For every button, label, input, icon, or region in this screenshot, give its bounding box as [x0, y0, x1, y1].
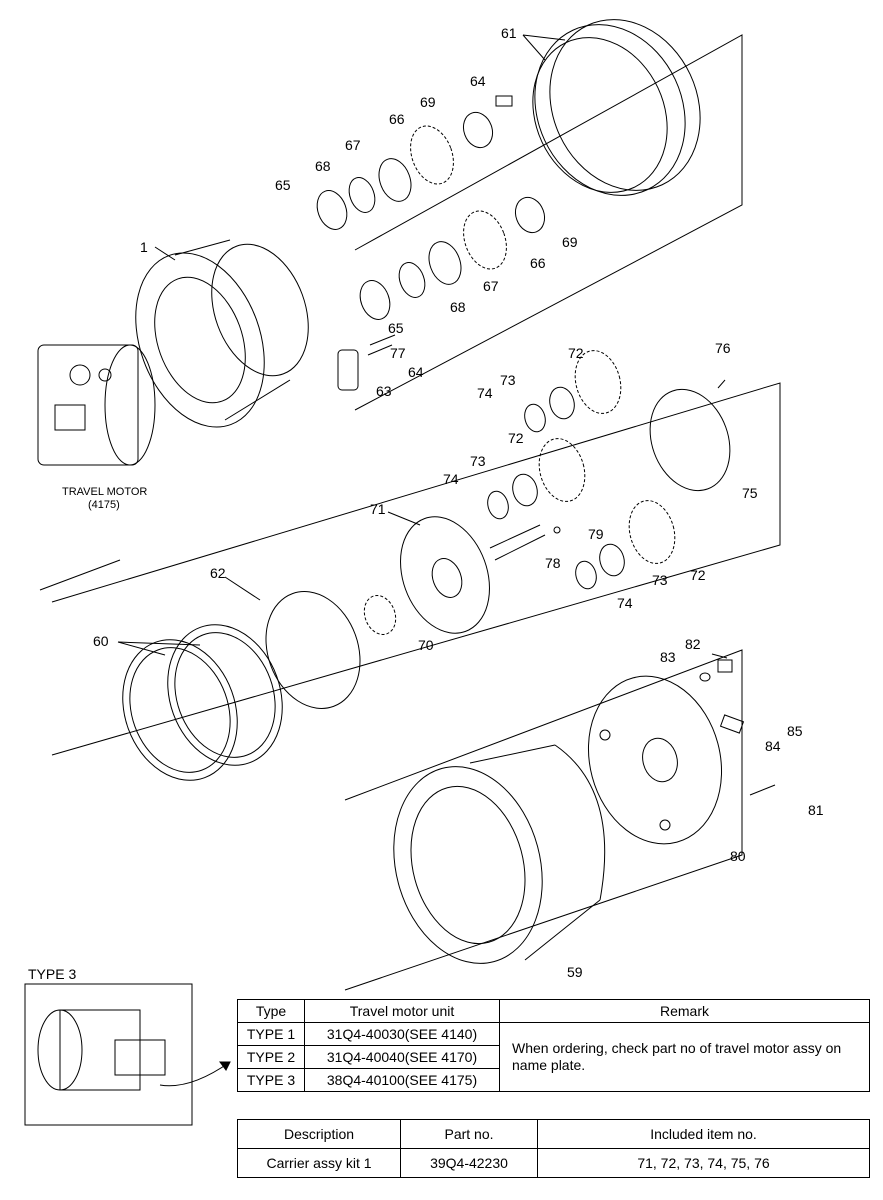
callout-1: 1: [140, 239, 148, 255]
description-cell: Carrier assy kit 1: [237, 1148, 401, 1178]
callout-73b: 73: [470, 453, 486, 469]
callout-64: 64: [470, 73, 486, 89]
callout-64b: 64: [408, 364, 424, 380]
upper-gear-stack: [316, 95, 513, 230]
callout-79: 79: [588, 526, 604, 542]
travel-motor-block: [37, 344, 156, 466]
table-row: TYPE 2 31Q4-40040(SEE 4170): [237, 1045, 870, 1069]
header-description: Description: [237, 1119, 401, 1149]
callout-61: 61: [501, 25, 517, 41]
type-table-header: Type Travel motor unit Remark: [237, 999, 870, 1023]
callout-76: 76: [715, 340, 731, 356]
leader-lines: [117, 34, 728, 659]
callout-72b: 72: [508, 430, 524, 446]
part-62-60-rings: [122, 591, 361, 781]
callout-80: 80: [730, 848, 746, 864]
callout-62: 62: [210, 565, 226, 581]
travel-motor-code: (4175): [88, 499, 120, 511]
callout-72: 72: [568, 345, 584, 361]
callout-67: 67: [345, 137, 361, 153]
part-no-cell: 39Q4-42230: [400, 1148, 538, 1178]
included-items-cell: 71, 72, 73, 74, 75, 76: [537, 1148, 870, 1178]
parts-63-64-77: [337, 334, 396, 391]
type3-label: TYPE 3: [28, 966, 77, 982]
part-1-housing: [135, 239, 309, 428]
part-71-carrier: [363, 516, 561, 635]
callout-82: 82: [685, 636, 701, 652]
callout-77: 77: [390, 345, 406, 361]
callout-labels: 61 64 69 66 67 68 65 1 69 66 67 68 65 77…: [62, 25, 824, 980]
callout-65b: 65: [388, 320, 404, 336]
part-61-ring: [532, 19, 701, 196]
callout-69b: 69: [562, 234, 578, 250]
callout-60: 60: [93, 633, 109, 649]
type-cell: TYPE 1: [237, 1022, 305, 1046]
callout-68b: 68: [450, 299, 466, 315]
callout-59: 59: [567, 964, 583, 980]
callout-85: 85: [787, 723, 803, 739]
unit-cell: 31Q4-40040(SEE 4170): [304, 1045, 500, 1069]
lower-gear-stack: [359, 196, 546, 320]
part-80-cover: [587, 659, 776, 845]
type-cell: TYPE 2: [237, 1045, 305, 1069]
type3-photo-frame: [24, 983, 193, 1126]
table-row: Carrier assy kit 1 39Q4-42230 71, 72, 73…: [237, 1148, 870, 1178]
frame-plane-top: [354, 34, 743, 411]
callout-70: 70: [418, 637, 434, 653]
callout-68: 68: [315, 158, 331, 174]
frame-line: [39, 559, 121, 591]
callout-74b: 74: [443, 471, 459, 487]
callout-75: 75: [742, 485, 758, 501]
header-included-items: Included item no.: [537, 1119, 870, 1149]
kit-table-header: Description Part no. Included item no.: [237, 1119, 870, 1149]
carrier-gear-set: [487, 350, 731, 590]
callout-72c: 72: [690, 567, 706, 583]
header-part-no: Part no.: [400, 1119, 538, 1149]
callout-84: 84: [765, 738, 781, 754]
header-type: Type: [237, 999, 305, 1023]
callout-71: 71: [370, 501, 386, 517]
header-unit: Travel motor unit: [304, 999, 500, 1023]
callout-78: 78: [545, 555, 561, 571]
type3-arrow: [159, 1061, 231, 1087]
callout-73: 73: [500, 372, 516, 388]
callout-66b: 66: [530, 255, 546, 271]
unit-cell: 31Q4-40030(SEE 4140): [304, 1022, 500, 1046]
callout-74c: 74: [617, 595, 633, 611]
kit-table: Description Part no. Included item no. C…: [237, 1119, 870, 1178]
travel-motor-label: TRAVEL MOTOR: [62, 486, 147, 498]
callout-74: 74: [477, 385, 493, 401]
header-remark: Remark: [499, 999, 870, 1023]
callout-66: 66: [389, 111, 405, 127]
part-59-drum: [393, 744, 606, 964]
table-row: TYPE 3 38Q4-40100(SEE 4175): [237, 1068, 870, 1092]
callout-83: 83: [660, 649, 676, 665]
type3-photo: [37, 1009, 166, 1091]
callout-69: 69: [420, 94, 436, 110]
remark-cell: When ordering, check part no of travel m…: [499, 1022, 870, 1092]
unit-cell: 38Q4-40100(SEE 4175): [304, 1068, 500, 1092]
table-row: TYPE 1 31Q4-40030(SEE 4140) When orderin…: [237, 1022, 870, 1092]
frame-plane-middle: [51, 382, 781, 756]
type-table: Type Travel motor unit Remark TYPE 1 31Q…: [237, 999, 870, 1092]
callout-63: 63: [376, 383, 392, 399]
callout-73c: 73: [652, 572, 668, 588]
frame-plane-bottom: [344, 649, 743, 991]
callout-65: 65: [275, 177, 291, 193]
callout-81: 81: [808, 802, 824, 818]
callout-67b: 67: [483, 278, 499, 294]
type-cell: TYPE 3: [237, 1068, 305, 1092]
